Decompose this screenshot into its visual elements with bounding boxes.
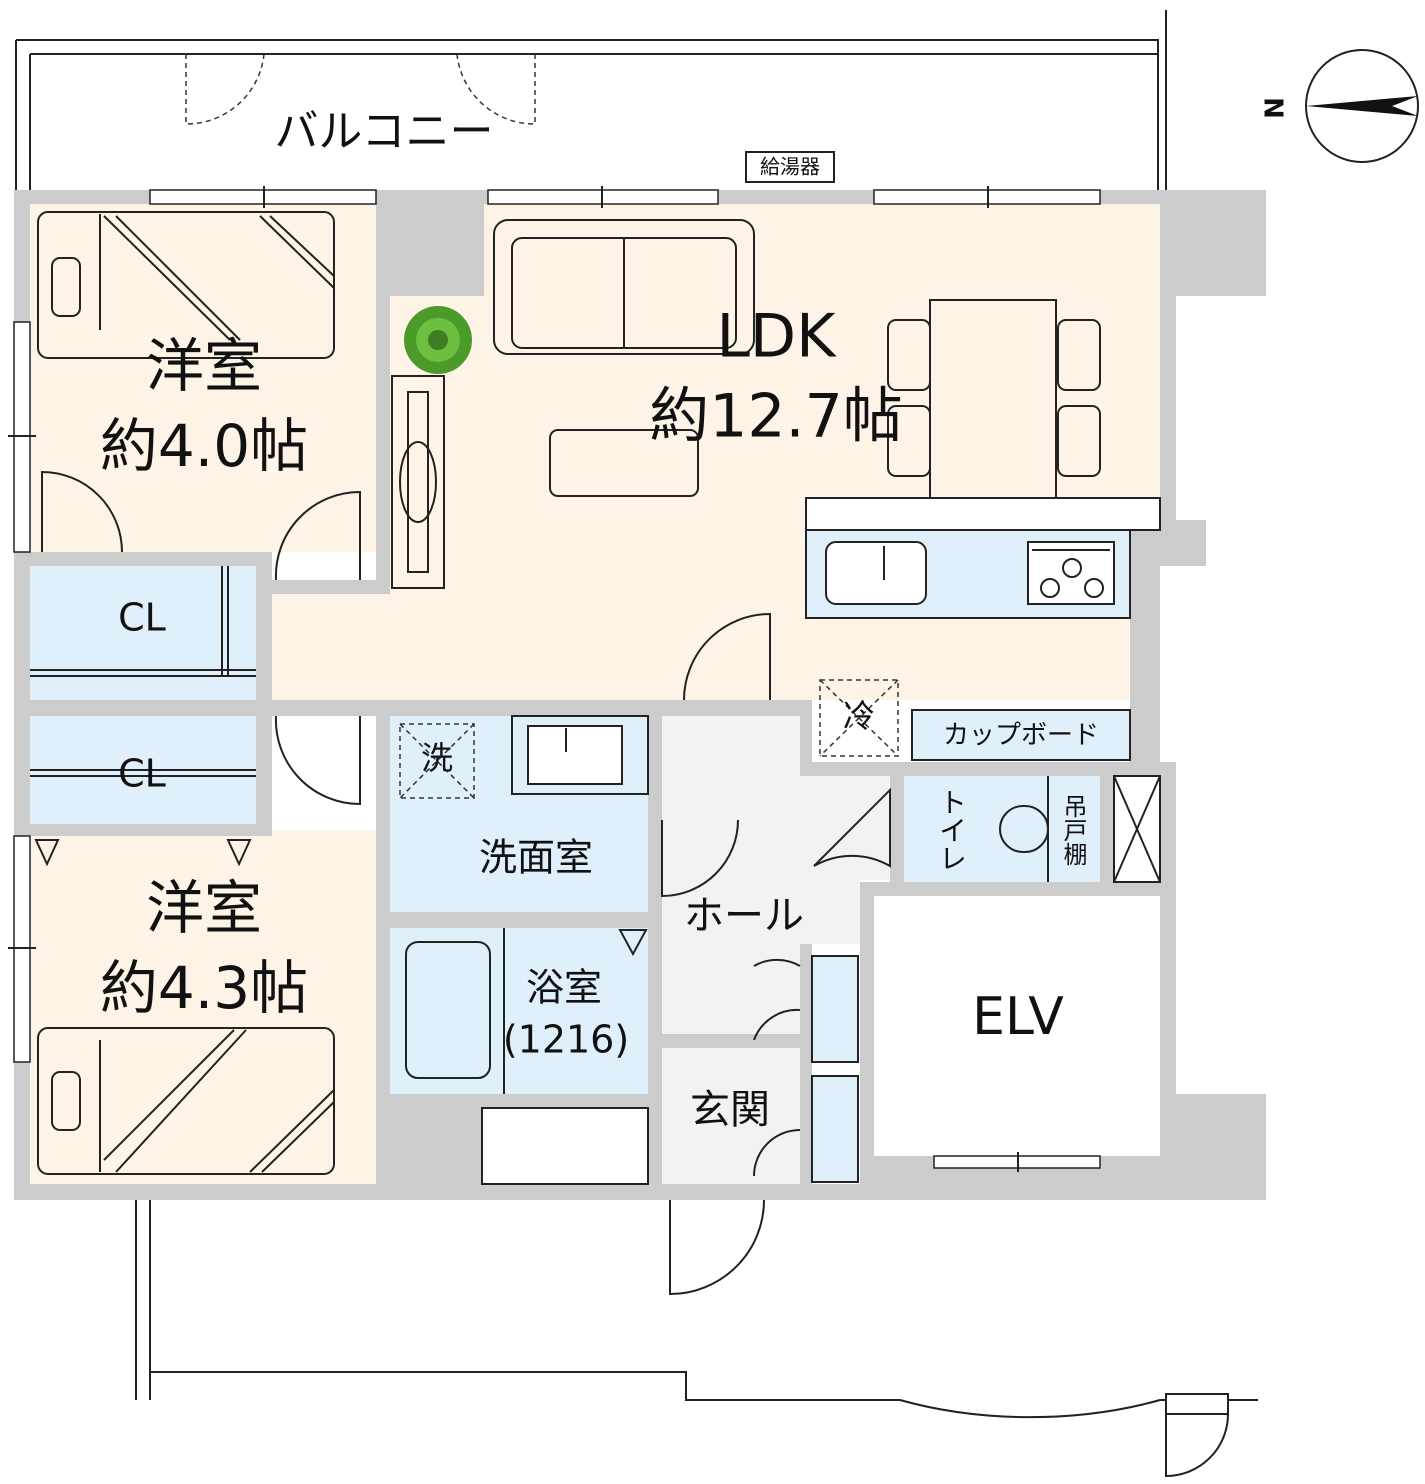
bed-1: [37, 211, 335, 359]
bath-name: 浴室: [526, 966, 602, 1010]
room-fills: [30, 204, 1160, 1184]
compass-north-label: N: [1258, 97, 1288, 119]
washer-label: 洗: [421, 739, 453, 777]
water-heater-label: 給湯器: [760, 155, 820, 179]
bed-2: [37, 1027, 335, 1175]
ldk-door[interactable]: [683, 612, 771, 701]
doors: [41, 470, 891, 1296]
western-room-2-name: 洋室: [146, 874, 262, 942]
entrance-fill: [662, 1048, 800, 1184]
labels: バルコニー 給湯器 洋室 約4.0帖 CL CL 洋室 約4.3帖 LDK 約1…: [100, 106, 1099, 1133]
entrance-door[interactable]: [669, 1199, 765, 1296]
bath-size: (1216): [503, 1018, 629, 1062]
fridge-space: [819, 679, 899, 757]
washroom-label: 洗面室: [479, 836, 593, 880]
entrance-storage-door[interactable]: [753, 1129, 801, 1177]
hall-label: ホール: [684, 893, 804, 939]
compass: N: [1258, 49, 1419, 163]
compass-arrow-icon: [1306, 96, 1418, 116]
elevator-fill: [874, 896, 1160, 1156]
closet-rails: [30, 566, 256, 867]
western-room-1-name: 洋室: [146, 332, 262, 400]
closet-1-fill: [30, 566, 256, 700]
hall-storage-door-1[interactable]: [753, 958, 801, 967]
cupboard-label: カップボード: [943, 721, 1099, 751]
bathtub: [405, 941, 491, 1079]
western-room-2-size: 約4.3帖: [100, 954, 308, 1022]
ldk-size: 約12.7帖: [649, 382, 903, 452]
balcony: [15, 10, 1167, 195]
water-heater-box: [745, 151, 835, 183]
toilet-door[interactable]: [813, 787, 891, 868]
ldk-furniture: [391, 219, 1101, 589]
hanging-shelf-label: 吊戸棚: [1059, 794, 1087, 866]
kitchen: [805, 497, 1161, 761]
western-room-2-door[interactable]: [274, 715, 361, 806]
shoe-storage: [481, 1107, 649, 1185]
washer-space: [399, 723, 475, 799]
dining-table: [929, 299, 1057, 499]
exterior-corridor: [135, 1200, 1258, 1478]
hall-fill: [662, 716, 890, 1034]
ottoman: [549, 429, 699, 497]
ldk-name: LDK: [717, 302, 838, 372]
western-room-1-door[interactable]: [274, 490, 361, 581]
washroom-door[interactable]: [661, 819, 739, 898]
sink-icon: [825, 541, 927, 605]
hall-storage-door-2[interactable]: [753, 1008, 801, 1041]
fridge-label: 冷: [843, 697, 875, 735]
balcony-label: バルコニー: [274, 106, 493, 157]
closet-2-label: CL: [118, 752, 166, 796]
toilet-bowl: [999, 805, 1049, 853]
entrance-label: 玄関: [690, 1087, 770, 1133]
elevator-label: ELV: [972, 987, 1064, 1047]
windows: [8, 186, 1101, 1172]
storage-units: [481, 775, 1161, 1185]
cupboard: [911, 709, 1131, 761]
toilet-label: トイレ: [935, 788, 968, 872]
western-room-1-size: 約4.0帖: [100, 412, 308, 480]
closet-1-label: CL: [118, 596, 166, 640]
washroom-fixtures: [399, 715, 1049, 1094]
closet-1-small-door[interactable]: [41, 470, 123, 553]
